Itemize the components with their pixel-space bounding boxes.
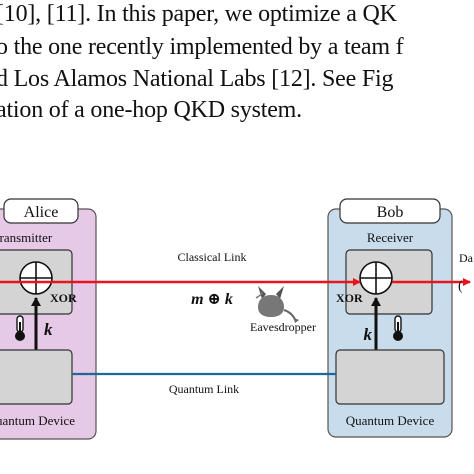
alice-quantum-device-label: uantum Device xyxy=(0,413,75,428)
alice-transmitter-label: Transmitter xyxy=(0,230,53,245)
bob-title: Bob xyxy=(377,204,404,221)
eavesdropper-label: Eavesdropper xyxy=(250,320,316,334)
bob-xor-label: XOR xyxy=(336,291,363,305)
alice-quantum-device-box xyxy=(0,349,73,405)
bob-receiver-label: Receiver xyxy=(367,230,414,245)
paper-line-1: [10], [11]. In this paper, we optimize a… xyxy=(0,1,397,27)
alice-title-box xyxy=(3,198,79,224)
bob-quantum-device-box xyxy=(335,349,445,405)
alice-thermometer-icon xyxy=(15,315,25,341)
alice-xor-label: XOR xyxy=(50,291,77,305)
alice-key-label: k xyxy=(44,320,53,339)
bob-quantum-device-label: Quantum Device xyxy=(346,413,435,428)
paper-line-2: o the one recently implemented by a team… xyxy=(0,34,404,60)
bob-key-label: k xyxy=(364,325,373,344)
classical-link: Classical Link m ⊕ k xyxy=(0,250,471,308)
alice-panel: Alice Transmitter XOR k uantum Device xyxy=(0,198,97,440)
quantum-link-label: Quantum Link xyxy=(169,382,239,396)
bob-panel: Bob Receiver XOR k Quantum Device xyxy=(327,198,453,438)
paper-line-3: d Los Alamos National Labs [12]. See Fig xyxy=(0,66,394,92)
bob-title-box xyxy=(339,198,441,224)
output-label: Da xyxy=(459,251,474,265)
alice-title: Alice xyxy=(24,204,59,221)
eavesdropper-devil-icon xyxy=(255,286,299,323)
message-label: m ⊕ k xyxy=(191,291,233,308)
paper-line-4: ation of a one-hop QKD system. xyxy=(0,97,302,123)
output-paren: ( xyxy=(458,279,463,294)
classical-link-label: Classical Link xyxy=(178,250,247,264)
bob-thermometer-icon xyxy=(393,315,403,341)
quantum-link: Quantum Link xyxy=(72,372,336,396)
